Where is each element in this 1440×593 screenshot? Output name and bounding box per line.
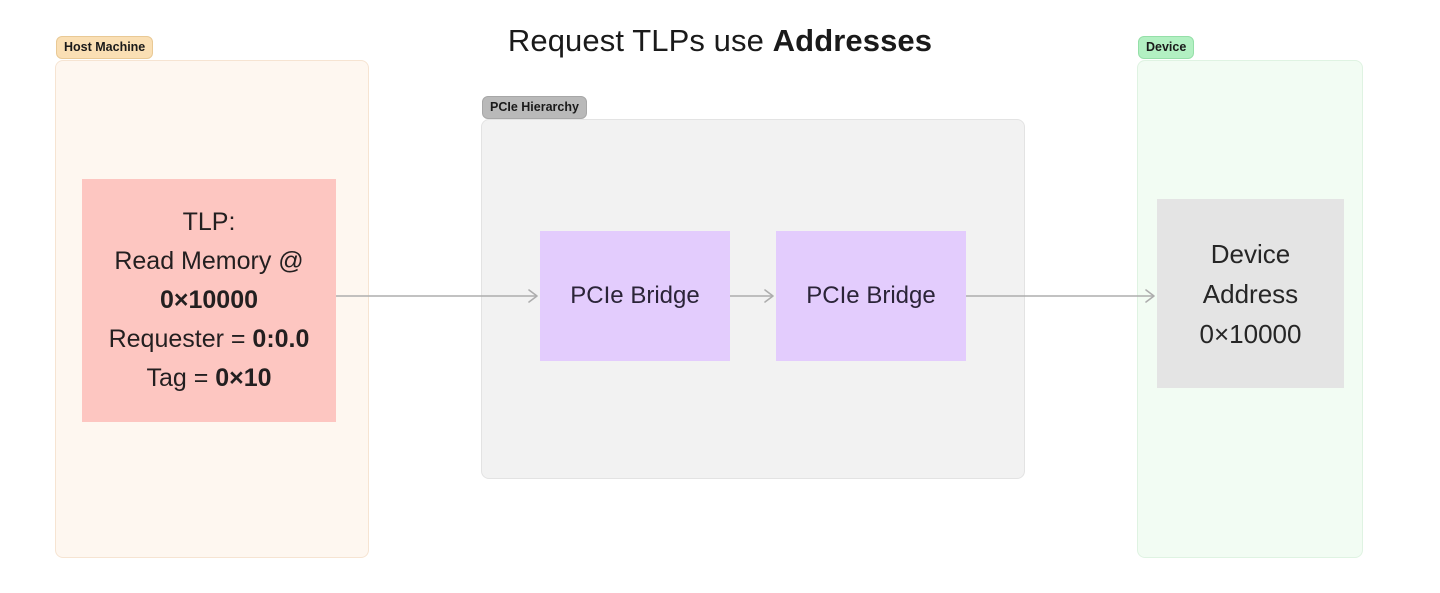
tlp-line-title: TLP: xyxy=(182,208,236,236)
tlp-tag-value: 0×10 xyxy=(215,364,272,392)
tlp-tag-label: Tag = xyxy=(146,364,216,392)
pcie-bridge-node-1: PCIe Bridge xyxy=(540,231,730,361)
arrow-host-to-bridge1 xyxy=(336,289,538,303)
tlp-requester-value: 0:0.0 xyxy=(252,325,310,353)
tlp-packet-box: TLP: Read Memory @ 0×10000 Requester = 0… xyxy=(82,179,336,422)
pcie-bridge-2-label: PCIe Bridge xyxy=(806,282,936,309)
pcie-bridge-1-label: PCIe Bridge xyxy=(570,282,700,309)
pcie-bridge-node-2: PCIe Bridge xyxy=(776,231,966,361)
device-group-label: Device xyxy=(1138,36,1195,59)
tlp-line-requester: Requester = 0:0.0 xyxy=(109,320,310,359)
host-machine-group-label: Host Machine xyxy=(56,36,154,59)
page-title: Request TLPs use Addresses xyxy=(0,20,1440,62)
tlp-requester-label: Requester = xyxy=(108,325,253,353)
page-title-emphasis: Addresses xyxy=(772,23,933,58)
device-line-2: Address xyxy=(1202,278,1299,309)
pcie-hierarchy-group-label: PCIe Hierarchy xyxy=(482,96,587,119)
tlp-line-address: 0×10000 xyxy=(159,286,259,314)
device-line-3: 0×10000 xyxy=(1199,318,1302,349)
page-title-prefix: Request TLPs use xyxy=(507,23,773,58)
arrow-bridge2-to-device xyxy=(966,289,1155,303)
tlp-line-operation: Read Memory @ xyxy=(114,247,304,275)
arrow-bridge1-to-bridge2 xyxy=(730,289,774,303)
device-line-1: Device xyxy=(1210,238,1291,269)
device-address-box: Device Address 0×10000 xyxy=(1157,199,1344,388)
tlp-line-tag: Tag = 0×10 xyxy=(146,359,271,398)
